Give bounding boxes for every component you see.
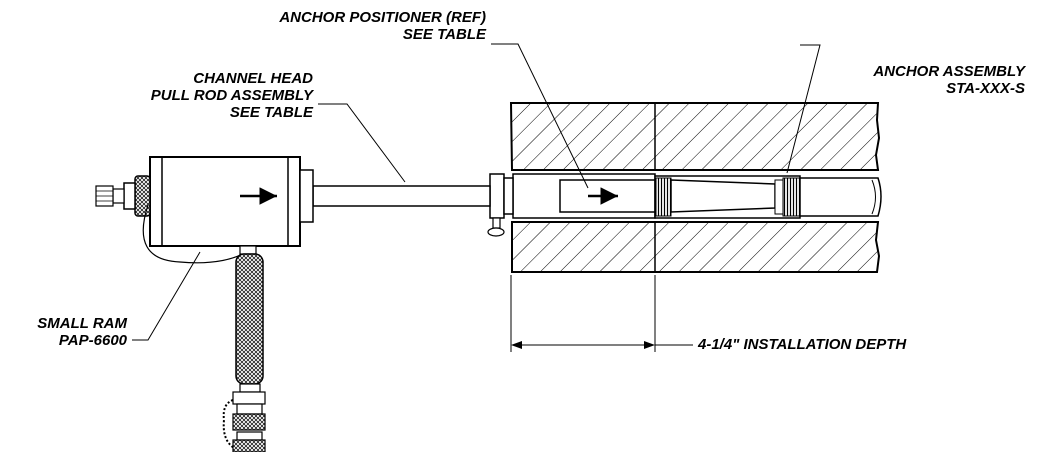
label-installation-depth: 4-1/4" INSTALLATION DEPTH [698,336,907,353]
label-anchor-assembly: ANCHOR ASSEMBLY STA-XXX-S [780,63,1025,97]
label-channel-head: CHANNEL HEAD PULL ROD ASSEMBLY SEE TABLE [60,70,313,121]
label-small-ram-line2: PAP-6600 [58,332,127,349]
label-anchor-positioner: ANCHOR POSITIONER (REF) SEE TABLE [180,9,486,43]
label-anchor-positioner-line2: SEE TABLE [402,26,486,43]
anchor-positioner [512,173,656,219]
label-anchor-assembly-line1: ANCHOR ASSEMBLY [873,63,1025,80]
label-anchor-assembly-line2: STA-XXX-S [946,80,1025,97]
small-ram [95,156,314,264]
threaded-rod [799,177,882,217]
label-channel-head-line3: SEE TABLE [229,104,313,121]
label-channel-head-line2: PULL ROD ASSEMBLY [150,87,313,104]
pull-rod [312,185,491,207]
hydraulic-hose [222,245,266,453]
label-small-ram-line1: SMALL RAM [37,315,127,332]
leader-lines [132,43,821,341]
label-small-ram: SMALL RAM PAP-6600 [0,315,127,349]
label-channel-head-line1: CHANNEL HEAD [193,70,313,87]
channel-head-collar [487,173,514,237]
anchor-assembly [654,175,801,219]
label-anchor-positioner-line1: ANCHOR POSITIONER (REF) [279,9,486,26]
installation-depth-dimension [510,275,693,352]
